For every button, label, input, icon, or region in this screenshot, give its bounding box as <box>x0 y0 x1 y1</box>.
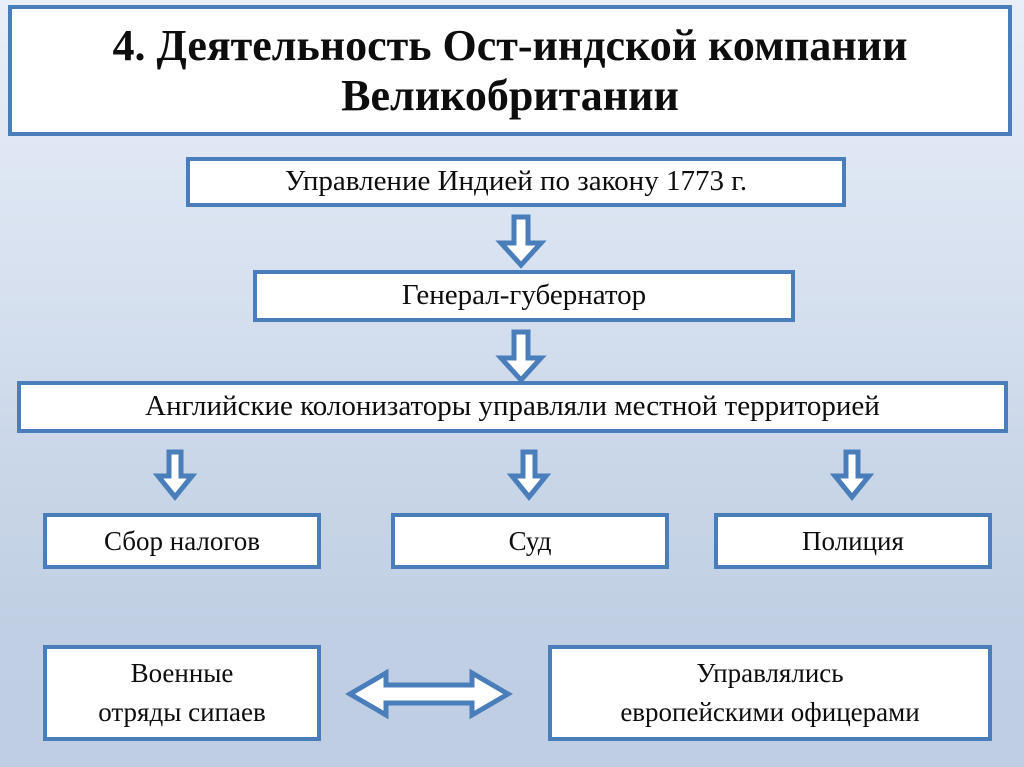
node-law-1773: Управление Индией по закону 1773 г. <box>186 157 846 207</box>
node-sepoy-troops-line2: отряды сипаев <box>98 697 266 727</box>
node-tax-collection: Сбор налогов <box>43 513 321 569</box>
arrow-down-icon <box>829 449 875 501</box>
arrow-down-icon <box>152 449 198 501</box>
node-sepoy-troops: Военные отряды сипаев <box>43 645 321 741</box>
node-european-officers: Управлялись европейскими офицерами <box>548 645 992 741</box>
arrow-colonizers-to-taxes <box>152 449 198 501</box>
arrow-down-icon <box>506 449 552 501</box>
node-police: Полиция <box>714 513 992 569</box>
arrow-governor-to-colonizers <box>494 328 548 384</box>
arrow-down-icon <box>494 328 548 384</box>
node-sepoy-troops-line1: Военные <box>130 657 234 688</box>
node-european-officers-line1: Управлялись <box>696 657 844 688</box>
node-english-colonizers: Английские колонизаторы управляли местно… <box>17 381 1008 433</box>
arrow-left-right-icon <box>345 668 513 720</box>
arrow-law-to-governor <box>494 213 548 269</box>
node-governor-general: Генерал-губернатор <box>253 270 795 322</box>
arrow-colonizers-to-police <box>829 449 875 501</box>
arrow-sepoys-officers <box>345 668 513 720</box>
arrow-colonizers-to-court <box>506 449 552 501</box>
arrow-down-icon <box>494 213 548 269</box>
node-court: Суд <box>391 513 669 569</box>
page-title: 4. Деятельность Ост-индской компании Вел… <box>8 5 1012 136</box>
node-european-officers-line2: европейскими офицерами <box>620 697 920 727</box>
